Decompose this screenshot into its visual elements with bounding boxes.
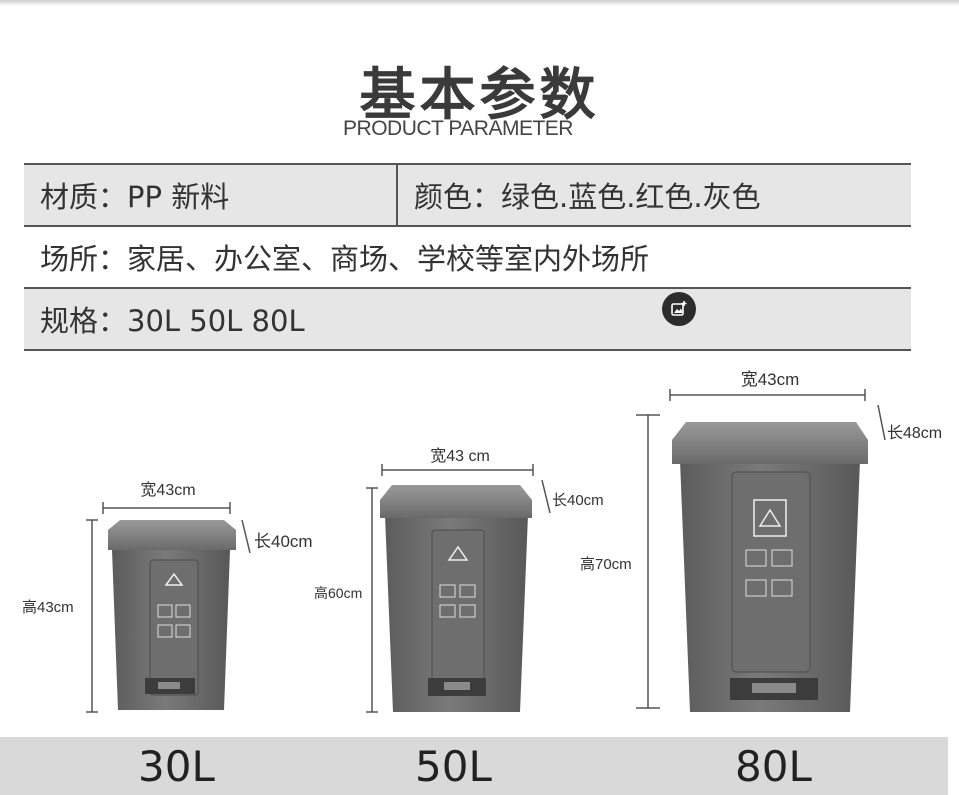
bins-illustration: 宽43cm 长40cm 高43cm 宽43 cm 长40cm 高60cm xyxy=(22,370,942,713)
param-row-material-color: 材质：PP 新料 颜色：绿色.蓝色.红色.灰色 xyxy=(24,163,911,225)
bin-80l: 宽43cm 长48cm 高70cm xyxy=(580,370,942,712)
bin-80l-height: 高70cm xyxy=(580,556,632,573)
size-label-30l: 30L xyxy=(138,742,215,791)
parameter-table: 材质：PP 新料 颜色：绿色.蓝色.红色.灰色 场所：家居、办公室、商场、学校等… xyxy=(24,163,911,351)
size-label-50l: 50L xyxy=(415,742,492,791)
top-strip xyxy=(0,0,959,6)
bin-50l-height: 高60cm xyxy=(314,585,362,601)
page-subtitle: PRODUCT PARAMETER xyxy=(343,117,573,140)
param-row-spec: 规格：30L 50L 80L xyxy=(24,287,911,351)
bin-50l-width: 宽43 cm xyxy=(430,447,490,465)
bin-80l-length: 长48cm xyxy=(887,424,942,442)
size-label-80l: 80L xyxy=(735,742,812,791)
bin-30l-width: 宽43cm xyxy=(140,481,195,499)
page-title: 基本参数 xyxy=(359,63,600,128)
param-material: 材质：PP 新料 xyxy=(40,180,230,214)
bin-30l-length: 长40cm xyxy=(254,532,313,551)
param-row-places: 场所：家居、办公室、商场、学校等室内外场所 xyxy=(24,225,911,287)
bin-50l: 宽43 cm 长40cm 高60cm xyxy=(314,447,604,713)
column-divider xyxy=(396,165,398,225)
param-spec: 规格：30L 50L 80L xyxy=(40,304,305,338)
bin-30l-height: 高43cm xyxy=(22,599,74,616)
size-footer-band xyxy=(0,737,948,795)
bin-80l-width: 宽43cm xyxy=(741,370,800,389)
bin-50l-length: 长40cm xyxy=(552,492,604,509)
param-color: 颜色：绿色.蓝色.红色.灰色 xyxy=(414,180,761,214)
edit-image-icon[interactable] xyxy=(662,292,696,326)
bin-30l: 宽43cm 长40cm 高43cm xyxy=(22,481,313,713)
param-places: 场所：家居、办公室、商场、学校等室内外场所 xyxy=(40,242,650,276)
